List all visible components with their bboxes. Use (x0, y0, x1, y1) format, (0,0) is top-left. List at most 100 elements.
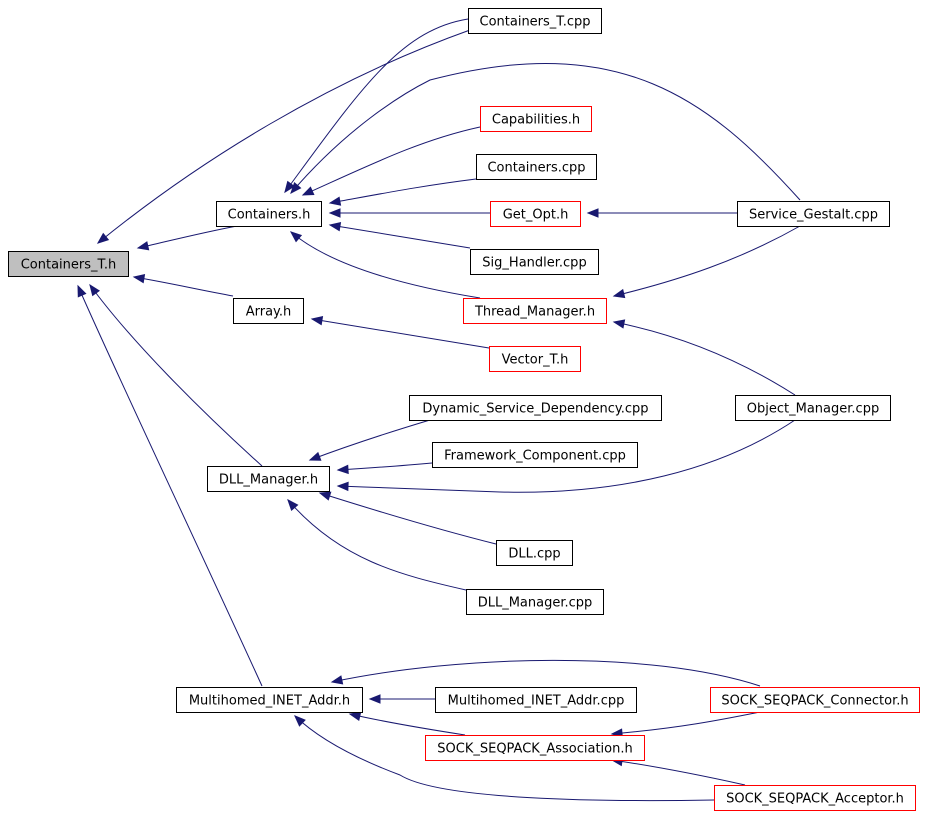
arrowhead-icon (328, 196, 342, 206)
arrowhead-icon (136, 241, 150, 251)
node-containers-cpp[interactable]: Containers.cpp (476, 154, 597, 180)
edge-line (302, 126, 481, 196)
node-dll-manager-h[interactable]: DLL_Manager.h (207, 466, 330, 492)
edge-get-opt-h-to-containers-h (328, 208, 490, 218)
node-label: DLL_Manager.cpp (478, 596, 593, 611)
arrowhead-icon (77, 284, 87, 298)
edge-line (97, 29, 471, 244)
edge-line (309, 419, 431, 461)
arrowhead-icon (368, 694, 381, 704)
node-label: Containers.h (228, 208, 311, 223)
arrowhead-icon (132, 273, 146, 284)
edge-service-gestalt-cpp-to-get-opt-h (586, 208, 737, 218)
node-box (710, 687, 920, 713)
edge-containers-cpp-to-containers-h (328, 178, 477, 206)
edge-line (337, 462, 433, 471)
node-vector-t-h[interactable]: Vector_T.h (489, 346, 581, 372)
node-dll-manager-cpp[interactable]: DLL_Manager.cpp (466, 589, 604, 615)
node-box (476, 154, 597, 180)
edge-line (329, 178, 477, 204)
arrowhead-icon (294, 715, 306, 727)
node-label: Multihomed_INET_Addr.cpp (448, 694, 625, 709)
edge-line (337, 419, 796, 493)
node-box (425, 735, 645, 761)
arrowhead-icon (586, 208, 599, 218)
node-sock-seqpack-acceptor-h[interactable]: SOCK_SEQPACK_Acceptor.h (714, 785, 916, 811)
node-containers-t-cpp[interactable]: Containers_T.cpp (468, 8, 602, 34)
node-box (468, 8, 602, 34)
arrowhead-icon (290, 181, 302, 195)
arrowhead-icon (612, 288, 626, 299)
node-capabilities-h[interactable]: Capabilities.h (480, 106, 592, 132)
node-label: SOCK_SEQPACK_Acceptor.h (726, 792, 904, 807)
node-box (233, 298, 304, 324)
edge-line (294, 715, 715, 802)
node-box (480, 106, 592, 132)
node-dll-cpp[interactable]: DLL.cpp (496, 540, 573, 566)
edge-line (77, 285, 263, 687)
node-label: Service_Gestalt.cpp (749, 208, 878, 223)
node-box (8, 251, 129, 277)
node-box (470, 249, 599, 275)
node-label: Array.h (246, 305, 292, 320)
edge-framework-component-cpp-to-dll-manager-h (336, 462, 433, 475)
edge-sock-seqpack-connector-h-to-sock-seqpack-association-h (610, 711, 761, 738)
edge-dll-manager-h-to-containers-t-h (89, 283, 263, 467)
edge-line (613, 321, 796, 396)
edge-sock-seqpack-acceptor-h-to-sock-seqpack-association-h (610, 756, 746, 786)
arrowhead-icon (336, 464, 349, 475)
edge-line (611, 711, 761, 735)
node-label: Containers.cpp (487, 161, 585, 176)
edge-line (133, 276, 234, 297)
arrowhead-icon (328, 208, 341, 218)
node-box (490, 201, 581, 227)
node-array-h[interactable]: Array.h (233, 298, 304, 324)
arrowhead-icon (287, 498, 299, 512)
node-box (432, 442, 638, 468)
node-multihomed-inet-addr-cpp[interactable]: Multihomed_INET_Addr.cpp (435, 687, 637, 713)
edge-sock-seqpack-connector-h-to-multihomed-inet-addr-h (330, 659, 761, 687)
edge-line (329, 224, 471, 249)
node-get-opt-h[interactable]: Get_Opt.h (490, 201, 581, 227)
node-framework-component-cpp[interactable]: Framework_Component.cpp (432, 442, 638, 468)
edge-line (284, 18, 469, 193)
node-sig-handler-cpp[interactable]: Sig_Handler.cpp (470, 249, 599, 275)
node-box (409, 395, 662, 421)
node-label: Multihomed_INET_Addr.h (189, 694, 350, 709)
node-box (714, 785, 916, 811)
node-sock-seqpack-association-h[interactable]: SOCK_SEQPACK_Association.h (425, 735, 645, 761)
edge-containers-t-cpp-to-containers-t-h (96, 29, 471, 244)
node-label: Vector_T.h (502, 353, 569, 368)
edge-dll-cpp-to-dll-manager-h (318, 491, 497, 545)
arrowhead-icon (330, 675, 344, 685)
node-label: Containers_T.h (21, 258, 117, 273)
node-dynamic-service-dependency-cpp[interactable]: Dynamic_Service_Dependency.cpp (409, 395, 662, 421)
node-service-gestalt-cpp[interactable]: Service_Gestalt.cpp (737, 201, 890, 227)
node-label: Get_Opt.h (503, 208, 569, 223)
node-containers-t-h[interactable]: Containers_T.h (8, 251, 129, 277)
edge-sig-handler-cpp-to-containers-h (328, 221, 471, 249)
node-box (463, 298, 607, 324)
edge-multihomed-inet-addr-h-to-containers-t-h (77, 284, 263, 687)
node-thread-manager-h[interactable]: Thread_Manager.h (463, 298, 607, 324)
node-containers-h[interactable]: Containers.h (216, 201, 322, 227)
node-label: DLL.cpp (508, 547, 560, 562)
node-box (435, 687, 637, 713)
edge-line (89, 284, 263, 467)
graph-nodes: Containers_T.h Containers_T.cppCapabiliti… (8, 8, 920, 811)
arrowhead-icon (328, 221, 342, 232)
node-multihomed-inet-addr-h[interactable]: Multihomed_INET_Addr.h (176, 687, 363, 713)
edge-object-manager-cpp-to-thread-manager-h (612, 319, 796, 396)
arrowhead-icon (310, 315, 324, 326)
node-box (496, 540, 573, 566)
node-label: Capabilities.h (492, 113, 580, 128)
node-box (207, 466, 330, 492)
node-box (489, 346, 581, 372)
node-label: DLL_Manager.h (219, 473, 318, 488)
node-box (466, 589, 604, 615)
node-object-manager-cpp[interactable]: Object_Manager.cpp (735, 395, 891, 421)
edge-line (311, 318, 490, 349)
node-label: SOCK_SEQPACK_Connector.h (721, 694, 908, 709)
node-sock-seqpack-connector-h[interactable]: SOCK_SEQPACK_Connector.h (710, 687, 920, 713)
